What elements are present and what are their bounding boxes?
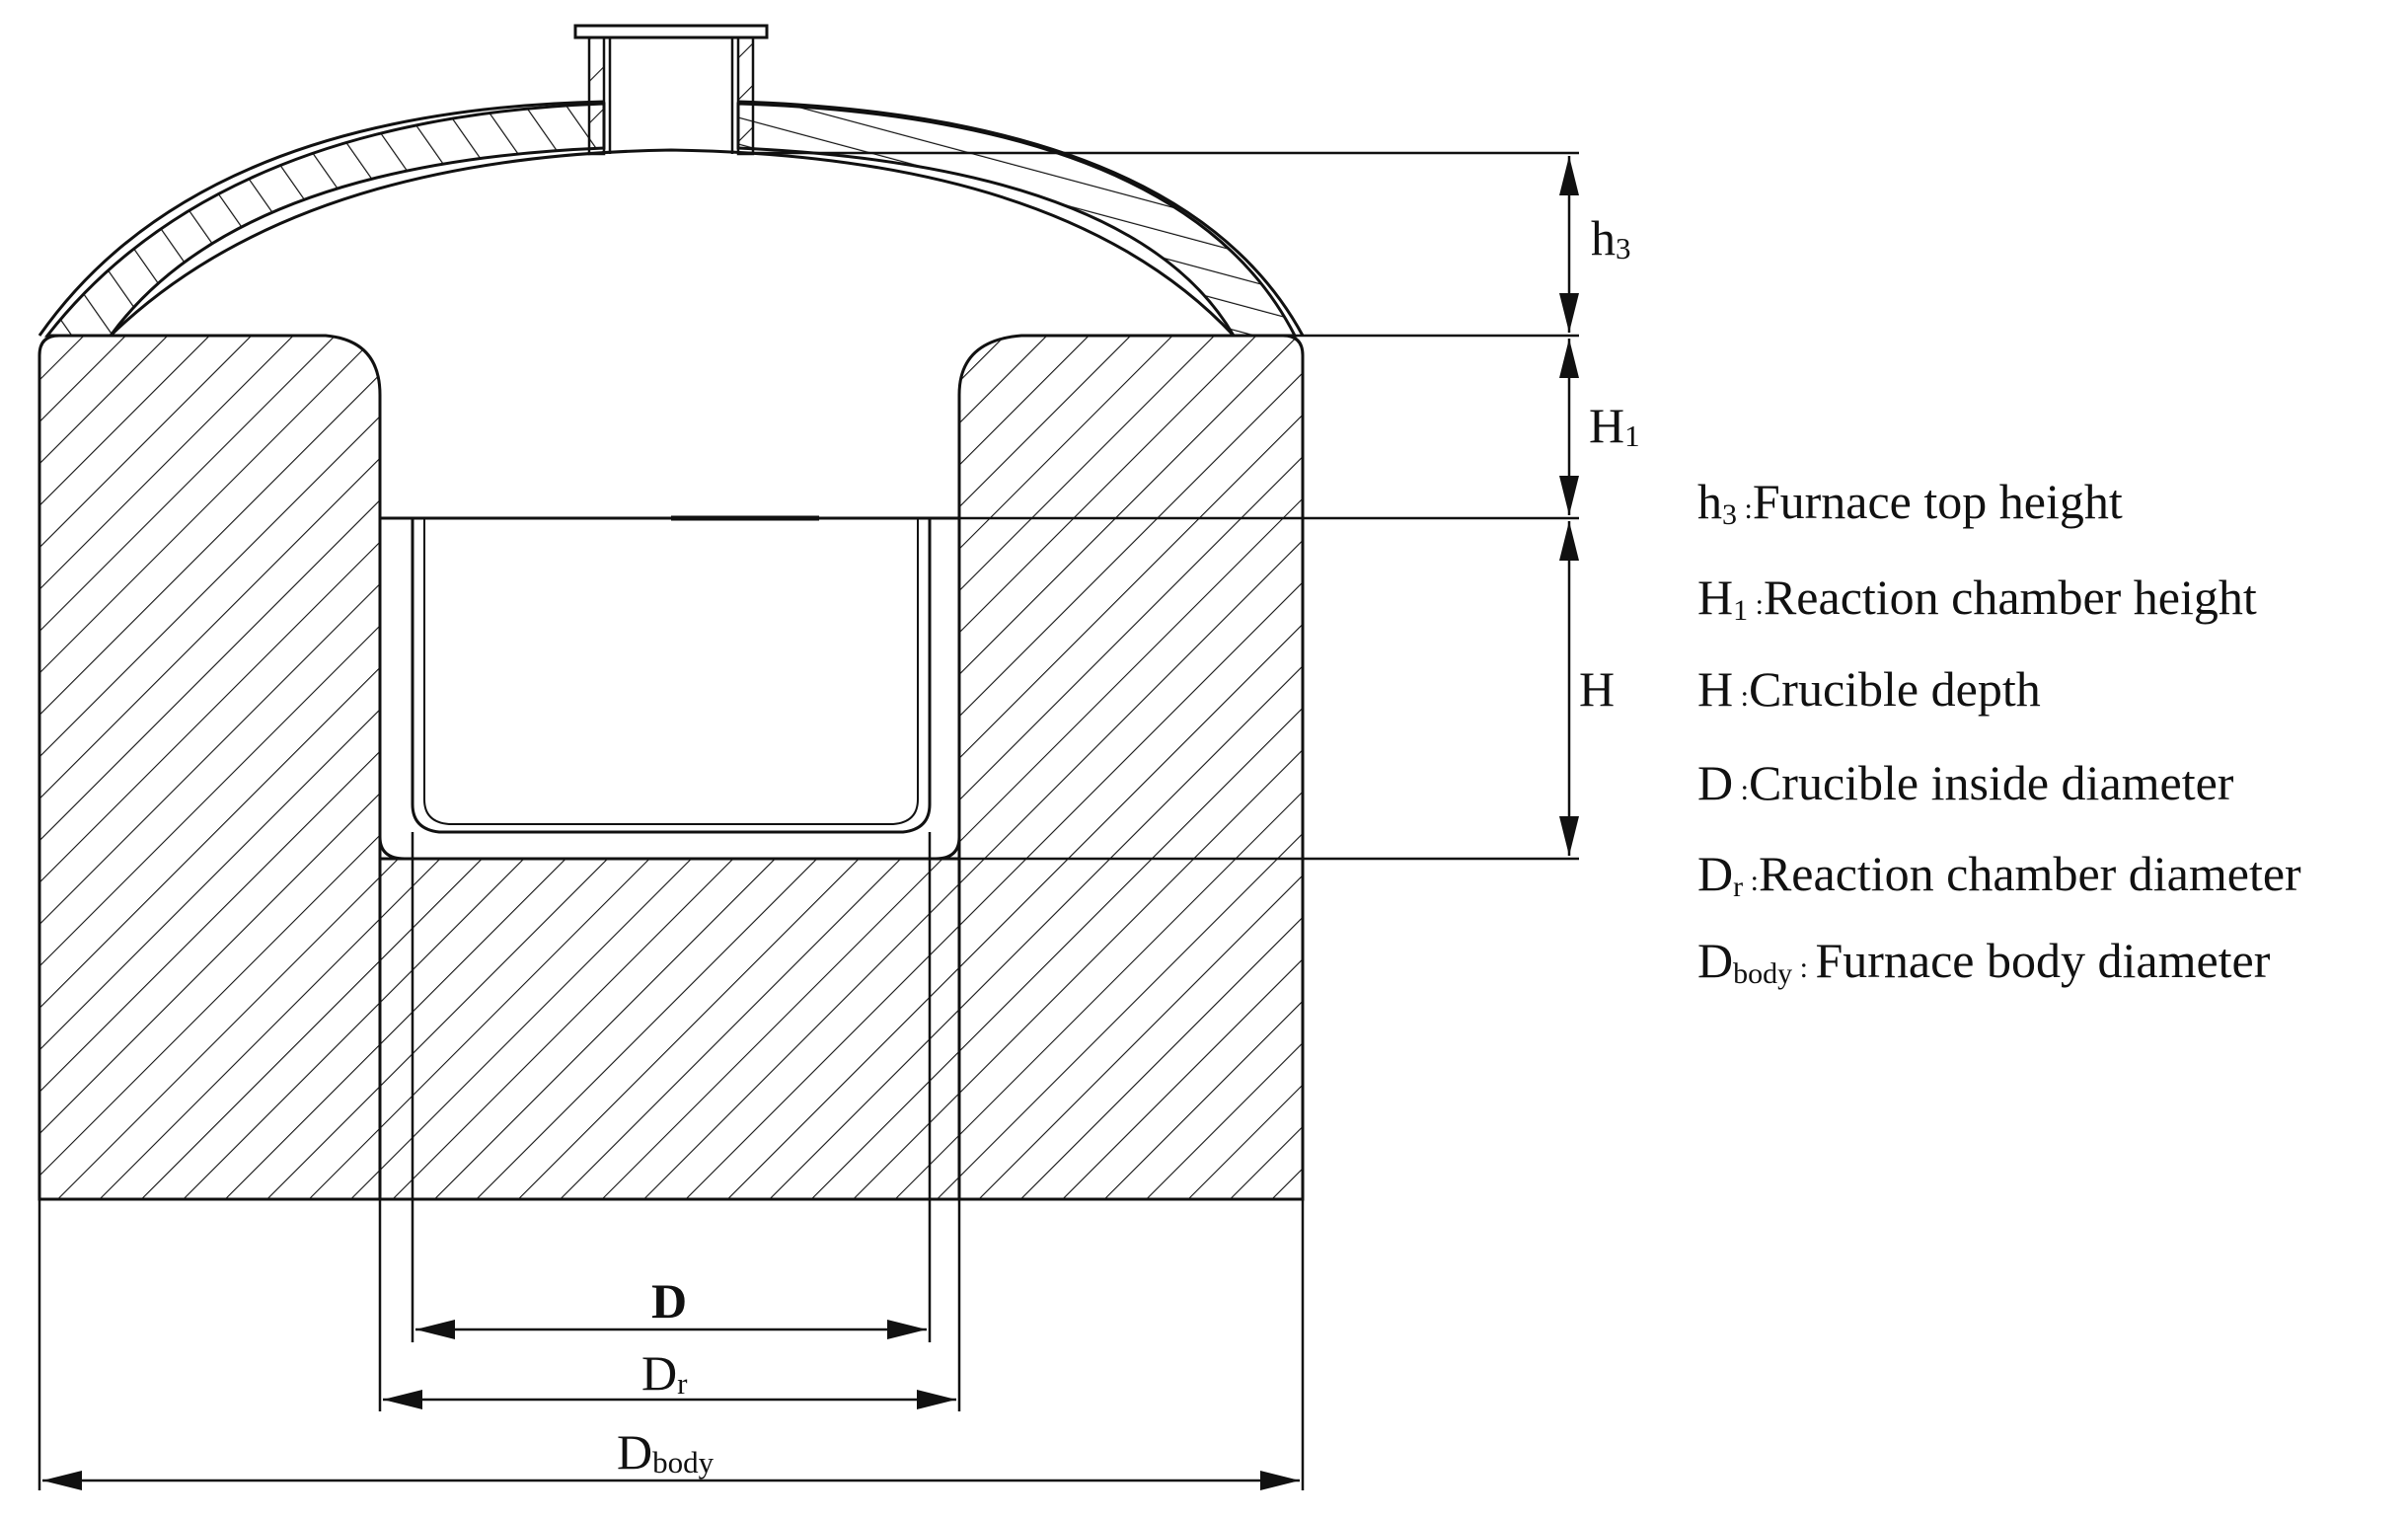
furnace-body [38, 334, 1305, 1201]
H-label: H [1579, 661, 1615, 717]
body-right-wall [957, 334, 1305, 1201]
crucible [380, 515, 959, 834]
furnace-dome [38, 100, 1305, 338]
Dbody-label: Dbody [617, 1424, 715, 1480]
legend-item-Dr: Dr :Reaction chamber diameter [1697, 846, 2301, 903]
Dr-label: Dr [641, 1345, 688, 1401]
legend-item-Dbody: Dbody : Furnace body diameter [1697, 933, 2271, 990]
legend-text: Furnace body diameter [1815, 933, 2271, 988]
body-left-wall [38, 334, 382, 1201]
D-label: D [651, 1273, 687, 1329]
h3-label: h3 [1591, 210, 1631, 266]
legend-item-D: D :Crucible inside diameter [1697, 755, 2234, 810]
body-bottom-block [378, 857, 961, 1201]
horizontal-dimensions: D Dr Dbody [38, 832, 1305, 1490]
legend-item-H1: H1 :Reaction chamber height [1697, 570, 2257, 627]
legend-item-H: H :Crucible depth [1697, 661, 2041, 717]
crucible-wall [411, 518, 932, 834]
legend-text: Crucible inside diameter [1748, 755, 2234, 810]
top-nozzle [573, 24, 769, 156]
legend-item-h3: h3 :Furnace top height [1697, 474, 2123, 531]
dome-left-shell [43, 102, 606, 338]
vertical-dimensions: h3 H1 H [738, 151, 1640, 861]
legend-text: Furnace top height [1752, 474, 2123, 529]
dome-right-shell [736, 102, 1298, 338]
legend-text: Reaction chamber height [1763, 570, 2257, 625]
reaction-chamber [378, 395, 961, 861]
H1-label: H1 [1589, 398, 1640, 453]
legend-text: Crucible depth [1748, 661, 2041, 717]
legend-text: Reaction chamber diameter [1758, 846, 2301, 901]
